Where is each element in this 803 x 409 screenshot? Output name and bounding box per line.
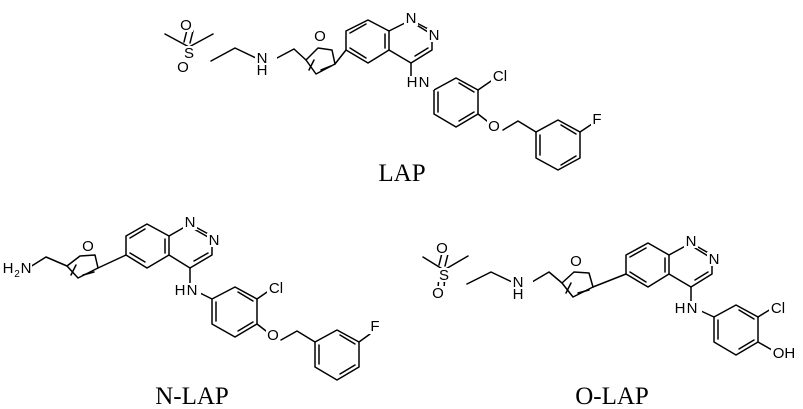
anilino-nitrogen-label: N	[687, 300, 698, 317]
anilino-nitrogen-label: N	[419, 74, 430, 91]
molecule-caption: LAP	[378, 160, 425, 187]
fluorine-label: F	[370, 318, 379, 335]
furan-oxygen-label: O	[314, 28, 326, 45]
amine-hydrogen-label: H	[257, 62, 268, 79]
sulfur-label: S	[184, 45, 194, 62]
anilino-nitrogen-label: N	[187, 282, 198, 299]
quinazoline-n1-label: N	[406, 10, 417, 27]
anilino-hydrogen-label: H	[675, 300, 686, 317]
atom-labels-o-lap: S O O N H O N N H N Cl OH	[431, 233, 797, 362]
amine-hydrogen-label: H	[513, 286, 524, 303]
molecule-o-lap: S O O N H O N N H N Cl OH O-LAP	[422, 233, 797, 409]
bonds-lap	[164, 19, 593, 171]
quinazoline-n1-label: N	[686, 233, 697, 250]
amine-hydrogen-label: H	[3, 260, 14, 277]
amine-nitrogen-label: N	[513, 274, 524, 291]
molecule-caption: N-LAP	[155, 383, 229, 409]
oxygen-label: O	[180, 17, 192, 34]
atom-labels-n-lap: H 2 N O N N H N Cl O F	[2, 214, 382, 344]
chlorine-label: Cl	[771, 300, 785, 317]
molecule-n-lap: H 2 N O N N H N Cl O F N-LAP	[2, 214, 382, 409]
anilino-hydrogen-label: H	[175, 282, 186, 299]
amine-nitrogen-label: N	[257, 50, 268, 67]
molecule-lap: S O O N H O N N H N Cl O F LAP	[164, 10, 605, 187]
oxygen-label: O	[177, 59, 189, 76]
molecule-caption: O-LAP	[575, 383, 649, 409]
furan-oxygen-label: O	[570, 253, 582, 270]
fluorine-label: F	[592, 111, 601, 128]
furan-oxygen-label: O	[82, 238, 94, 255]
quinazoline-n3-label: N	[429, 27, 440, 44]
amine-nitrogen-label: N	[21, 260, 32, 277]
quinazoline-n1-label: N	[185, 214, 196, 231]
oxygen-label: O	[432, 285, 444, 302]
chlorine-label: Cl	[493, 68, 507, 85]
chlorine-label: Cl	[269, 280, 283, 297]
sulfur-label: S	[439, 267, 449, 284]
atom-labels-lap: S O O N H O N N H N Cl O F	[176, 10, 605, 135]
oxygen-label: O	[436, 240, 448, 257]
quinazoline-n3-label: N	[209, 232, 220, 249]
hydroxyl-label: OH	[773, 345, 796, 362]
ether-oxygen-label: O	[267, 327, 279, 344]
ether-oxygen-label: O	[488, 118, 500, 135]
amine-subscript-label: 2	[14, 269, 20, 280]
anilino-hydrogen-label: H	[407, 74, 418, 91]
quinazoline-n3-label: N	[709, 251, 720, 268]
